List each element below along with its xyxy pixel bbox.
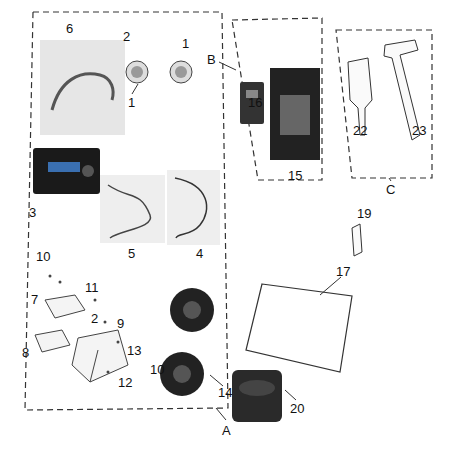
callout-number: A bbox=[222, 424, 231, 437]
callout-number: 19 bbox=[357, 207, 371, 220]
callout-number: 22 bbox=[353, 124, 367, 137]
callout-number: 2 bbox=[91, 312, 98, 325]
callout-number: 17 bbox=[336, 265, 350, 278]
callout-number: 20 bbox=[290, 402, 304, 415]
callout-number: 12 bbox=[118, 376, 132, 389]
callout-number: 2 bbox=[123, 30, 130, 43]
callout-number: C bbox=[386, 183, 395, 196]
callout-number: 15 bbox=[288, 169, 302, 182]
callout-number: 1 bbox=[128, 96, 135, 109]
callout-number: 10 bbox=[36, 250, 50, 263]
callout-number: 16 bbox=[248, 96, 262, 109]
callout-number: 9 bbox=[117, 317, 124, 330]
callout-number: B bbox=[207, 53, 216, 66]
callout-number: 23 bbox=[412, 124, 426, 137]
callout-number: 4 bbox=[196, 247, 203, 260]
callout-number: 13 bbox=[127, 344, 141, 357]
callout-number: 1 bbox=[182, 37, 189, 50]
callout-number: 5 bbox=[128, 247, 135, 260]
callout-number: 14 bbox=[218, 386, 232, 399]
callout-number: 7 bbox=[31, 293, 38, 306]
callout-number: 10 bbox=[150, 363, 164, 376]
callout-number: 11 bbox=[85, 281, 99, 294]
callout-number: 3 bbox=[29, 206, 36, 219]
callout-number: 6 bbox=[66, 22, 73, 35]
callout-number: 8 bbox=[22, 346, 29, 359]
